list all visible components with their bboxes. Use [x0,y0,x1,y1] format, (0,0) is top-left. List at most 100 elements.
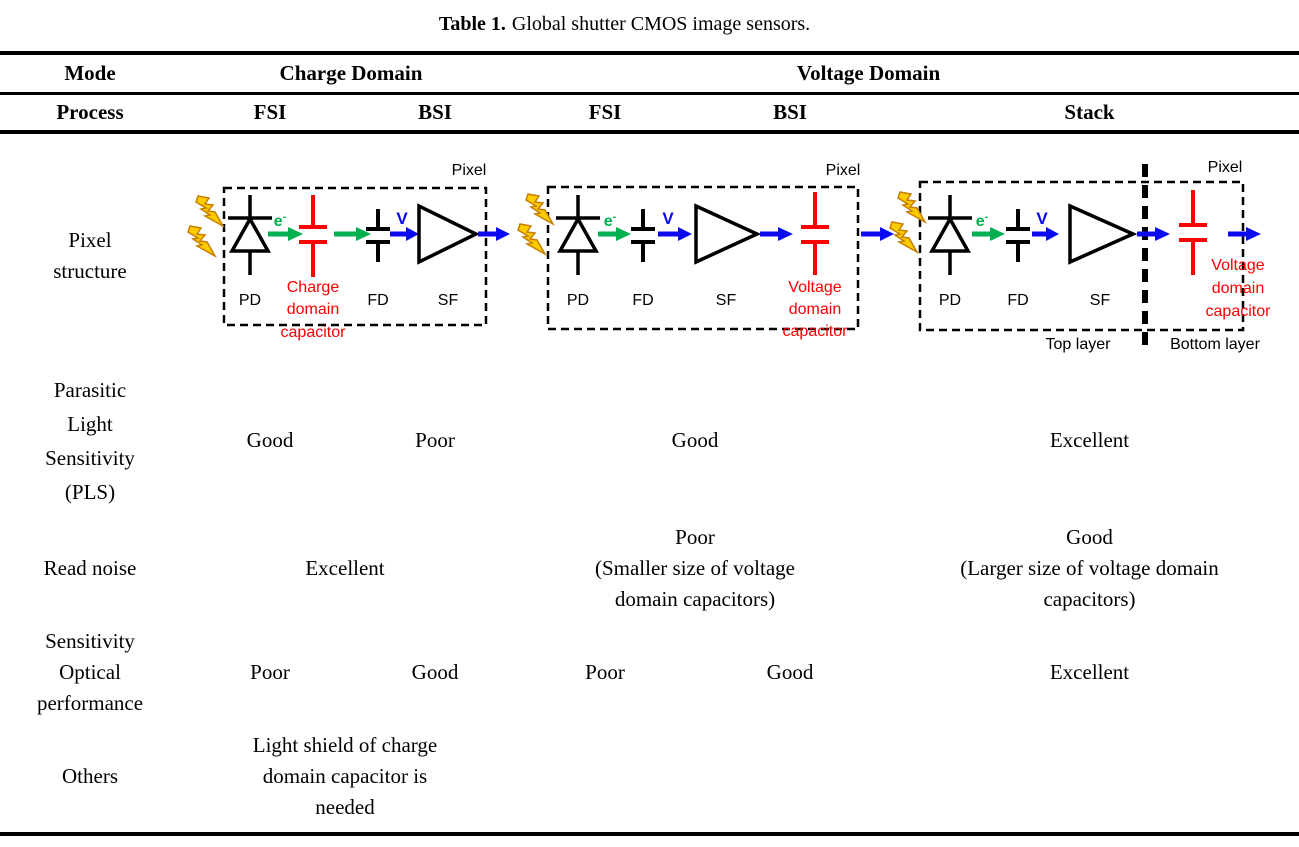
voltage-domain-capacitor-symbol [1179,190,1207,275]
note: (Larger size of voltage domain capacitor… [960,556,1219,611]
header-row-process: Process FSI BSI FSI BSI Stack [0,95,1299,134]
photodiode-symbol [228,195,272,275]
charge-capacitor-label: capacitor [281,324,347,341]
pixel-boundary-box [222,186,488,327]
electron-arrow-icon [598,227,631,241]
header-charge-bsi: BSI [418,100,452,124]
output-arrow-icon [1228,227,1261,241]
diagram-stack: Pixel e- V [889,159,1272,353]
note: Light shield of charge domain capacitor … [252,732,438,819]
optical-stack-cell: Excellent [1049,660,1130,684]
pls-charge-fsi-cell: Good [246,428,294,452]
fd-capacitor-symbol [631,209,655,262]
voltage-domain-capacitor-symbol [801,192,829,275]
pixel-boundary-box [546,185,860,331]
diagram-charge-domain: Pixel e- Charge [187,162,510,341]
pls-stack-cell: Excellent [1049,428,1130,452]
caption-label: Table 1. [438,13,506,35]
signal-arrow-icon [1137,227,1170,241]
fd-label: FD [632,292,653,309]
sf-label: SF [438,292,459,309]
optical-voltage-fsi-cell: Poor [585,660,625,684]
sensitivity-label: Sensitivity [45,629,135,653]
header-mode: Mode [64,61,116,85]
row-label-read-noise: Read noise [43,556,137,580]
header-process: Process [56,100,124,124]
header-stack: Stack [1064,100,1115,124]
header-charge-fsi: FSI [253,100,287,124]
header-voltage-bsi: BSI [773,100,807,124]
row-pixel-structure: Pixel structure Pixel [0,134,1299,369]
photodiode-symbol [556,195,600,275]
sf-label: SF [1090,292,1111,309]
row-label-pls: Parasitic Light Sensitivity (PLS) [45,377,135,504]
output-arrow-icon [478,227,510,241]
electron-arrow-icon [334,227,371,241]
read-noise-voltage-cell: Poor (Smaller size of voltage domain cap… [510,512,880,625]
voltage-capacitor-label: capacitor [1206,303,1272,320]
fd-capacitor-symbol [366,209,390,262]
voltage-capacitor-label: Voltage [1211,257,1264,274]
voltage-label: V [662,209,674,228]
optical-charge-bsi-cell: Good [411,660,459,684]
header-row-mode: Mode Charge Domain Voltage Domain [0,55,1299,95]
electron-label: e- [604,211,617,230]
top-layer-label: Top layer [1046,336,1112,353]
row-pls: Parasitic Light Sensitivity (PLS) Good P… [0,369,1299,512]
read-noise-charge-cell: Excellent [180,512,510,625]
row-others: Others Light shield of charge domain cap… [0,720,1299,832]
row-read-noise: Read noise Excellent Poor (Smaller size … [0,512,1299,625]
charge-capacitor-label: domain [287,301,339,318]
row-label-optical: Sensitivity Optical performance [0,625,180,720]
row-optical-performance: Sensitivity Optical performance Poor Goo… [0,625,1299,720]
sf-label: SF [716,292,737,309]
source-follower-symbol [417,203,480,265]
others-charge-cell: Light shield of charge domain capacitor … [180,720,510,832]
pls-charge-bsi-cell: Poor [415,428,455,452]
rating: Poor [675,525,715,549]
voltage-label: V [1036,209,1048,228]
row-label-pixel-structure: Pixel structure [53,228,127,283]
lightning-icon [525,193,554,225]
pd-label: PD [567,292,589,309]
pixel-box-label: Pixel [1208,159,1243,176]
source-follower-symbol [694,203,762,265]
pixel-box-label: Pixel [452,162,487,179]
charge-capacitor-label: Charge [287,279,340,296]
table-caption: Table 1.Global shutter CMOS image sensor… [0,0,1299,51]
pixel-box-label: Pixel [826,162,861,179]
optical-performance-label: Optical performance [36,660,144,715]
bottom-layer-label: Bottom layer [1170,336,1260,353]
pls-voltage-cell: Good [671,428,719,452]
pixel-structure-svg: Pixel e- Charge [187,159,1272,353]
diagram-voltage-domain: Pixel e- V [517,162,894,340]
voltage-capacitor-label: capacitor [783,323,849,340]
pd-label: PD [239,292,261,309]
note: (Smaller size of voltage domain capacito… [594,556,795,611]
voltage-arrow-icon [390,227,419,241]
rating: Good [1066,525,1113,549]
caption-text: Global shutter CMOS image sensors. [511,13,811,35]
pd-label: PD [939,292,961,309]
lightning-icon [517,223,546,255]
voltage-capacitor-label: domain [1212,280,1264,297]
optical-charge-fsi-cell: Poor [250,660,290,684]
lightning-icon [187,225,216,257]
fd-capacitor-symbol [1006,209,1030,262]
electron-label: e- [976,211,989,230]
header-charge-domain: Charge Domain [279,61,423,85]
read-noise-stack-cell: Good (Larger size of voltage domain capa… [880,512,1299,625]
lightning-icon [889,221,918,253]
rating: Excellent [305,556,385,580]
charge-domain-capacitor-symbol [299,195,327,277]
voltage-arrow-icon [658,227,692,241]
photodiode-symbol [928,195,972,275]
electron-arrow-icon [268,227,303,241]
header-voltage-domain: Voltage Domain [796,61,941,85]
fd-label: FD [1007,292,1028,309]
fd-label: FD [367,292,388,309]
electron-label: e- [274,211,287,230]
electron-arrow-icon [972,227,1005,241]
table: Mode Charge Domain Voltage Domain Proces… [0,51,1299,836]
